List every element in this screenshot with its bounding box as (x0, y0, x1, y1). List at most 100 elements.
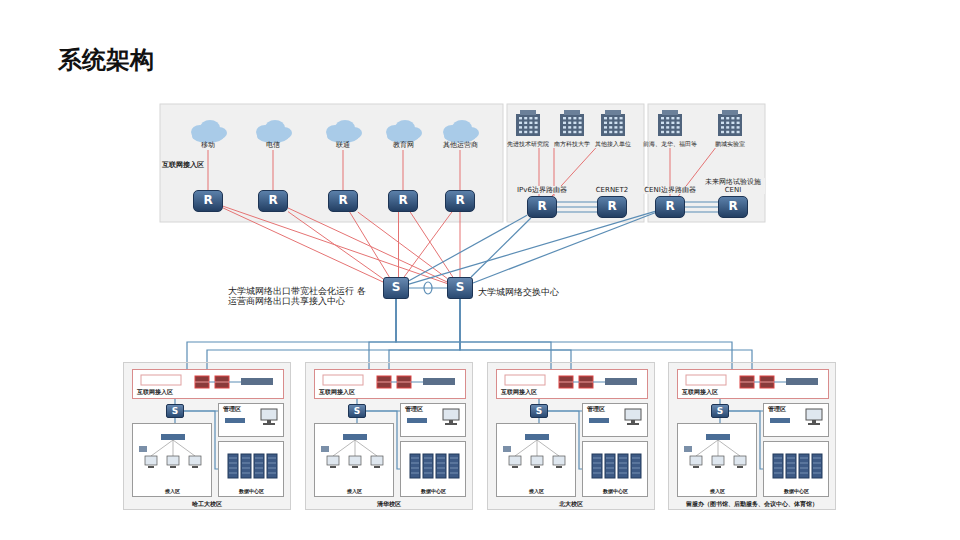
node-label: 互联网接入区 (682, 389, 718, 396)
zone-box: 接入区 (132, 423, 212, 497)
network-link (187, 299, 396, 369)
node-label: 互联网接入区 (319, 389, 355, 396)
zone-panel (648, 104, 765, 222)
network-link (460, 150, 461, 190)
node-label: 接入区 (678, 488, 756, 494)
node-label: 大学城网络交换中心 (478, 287, 559, 297)
network-link (273, 150, 274, 190)
cloud-node: 电信 (251, 118, 295, 150)
zone-box: 管理区 (763, 403, 829, 437)
zone-box: 数据中心区 (763, 441, 829, 497)
network-link (223, 208, 383, 282)
router-icon: R (445, 190, 475, 212)
campus-panel: 北大校区 互联网接入区 S 管理区接入区 数据中心区 (487, 362, 655, 510)
building-icon: 前海、龙华、福田等 (641, 110, 699, 148)
node-label: 接入区 (497, 488, 575, 494)
cloud-node: 教育网 (381, 118, 425, 150)
zone-box: 管理区 (582, 403, 648, 437)
zone-box: 互联网接入区 (496, 369, 648, 399)
node-label: 其他接入单位 (595, 141, 631, 148)
network-link (369, 299, 396, 369)
icon-art (133, 424, 211, 496)
building-icon: 其他接入单位 (592, 110, 634, 148)
router-icon: R (193, 190, 223, 212)
network-link (396, 299, 732, 369)
icon-letter: R (194, 191, 222, 211)
node-label: 数据中心区 (764, 488, 828, 494)
network-link (403, 150, 404, 190)
router-icon: CERNET2R (597, 196, 627, 218)
icon-art (497, 424, 575, 496)
icon-letter: R (598, 197, 626, 217)
network-link (350, 212, 390, 277)
icon-letter: R (329, 191, 357, 211)
switch-icon: S (348, 404, 366, 418)
icon-letter: S (712, 405, 728, 417)
campus-panel: 清华校区互联网接入区S管理区接入区数据中心区 (305, 362, 473, 510)
zone-box: 互联网接入区 (132, 369, 284, 399)
campus-panel: 哈工大校区互联网接入区S管理区接入区数据中心区 (123, 362, 291, 510)
panel-ground (305, 362, 473, 510)
network-link (208, 150, 209, 190)
switch-icon: S大学城网络交换中心 (447, 277, 473, 299)
node-label: 哈工大校区 (124, 500, 290, 507)
zone-box: 互联网接入区 (314, 369, 466, 399)
router-icon: R (258, 190, 288, 212)
node-label: 先进技术研究院 (507, 141, 549, 148)
page-title: 系统架构 (58, 44, 154, 76)
zone-panel (160, 104, 503, 222)
icon-letter: R (389, 191, 417, 211)
node-label: 教育网 (393, 141, 414, 149)
node-label: 管理区 (405, 406, 423, 413)
zone-box: 数据中心区 (582, 441, 648, 497)
panel-ground (123, 362, 291, 510)
icon-letter: S (531, 405, 547, 417)
node-label: 北大校区 (488, 500, 654, 507)
node-label: 数据中心区 (583, 488, 647, 494)
node-label: 互联网接入区 (501, 389, 537, 396)
node-label: 清华校区 (306, 500, 472, 507)
network-link (396, 299, 551, 369)
icon-letter: R (656, 197, 684, 217)
router-icon: CENI边界路由器R (655, 196, 685, 218)
icon-letter: S (384, 278, 408, 298)
node-label: 管理区 (223, 406, 241, 413)
network-link (685, 206, 718, 207)
network-link (460, 212, 461, 277)
router-icon: R (328, 190, 358, 212)
network-link (409, 287, 447, 288)
switch-icon: 大学城网络出口带宽社会化运行 各运营商网络出口共享接入中心S (383, 277, 409, 299)
network-link (460, 299, 752, 369)
node-label: 接入区 (315, 488, 393, 494)
network-link (207, 299, 460, 369)
zone-box: 管理区 (218, 403, 284, 437)
icon-letter: R (446, 191, 474, 211)
network-link (288, 208, 447, 282)
zone-box: 管理区 (400, 403, 466, 437)
node-label: 联通 (336, 141, 350, 149)
node-label: 鹏城实验室 (715, 141, 745, 148)
node-label: 接入区 (133, 488, 211, 494)
node-label: 互联网接入区 (137, 389, 173, 396)
node-label: 大学城网络出口带宽社会化运行 各运营商网络出口共享接入中心 (228, 286, 370, 307)
node-label: 管理区 (587, 406, 605, 413)
switch-icon: S (711, 404, 729, 418)
network-link (398, 212, 399, 277)
icon-letter: S (448, 278, 472, 298)
link-aggregation (424, 282, 432, 294)
network-link (409, 215, 527, 280)
zone-box: 接入区 (677, 423, 757, 497)
node-label: 南方科技大学 (554, 141, 590, 148)
icon-letter: R (719, 197, 747, 217)
node-label: 移动 (201, 141, 215, 149)
network-link (557, 206, 597, 207)
router-icon: 未来网络试验设施 CENIR (718, 196, 748, 218)
network-link (343, 150, 344, 190)
network-link (410, 212, 453, 277)
node-label: 前海、龙华、福田等 (643, 141, 697, 148)
zone-box: 接入区 (496, 423, 576, 497)
panel-ground (668, 362, 836, 510)
node-label: 管理区 (768, 406, 786, 413)
icon-art (678, 424, 756, 496)
zone-box: 接入区 (314, 423, 394, 497)
